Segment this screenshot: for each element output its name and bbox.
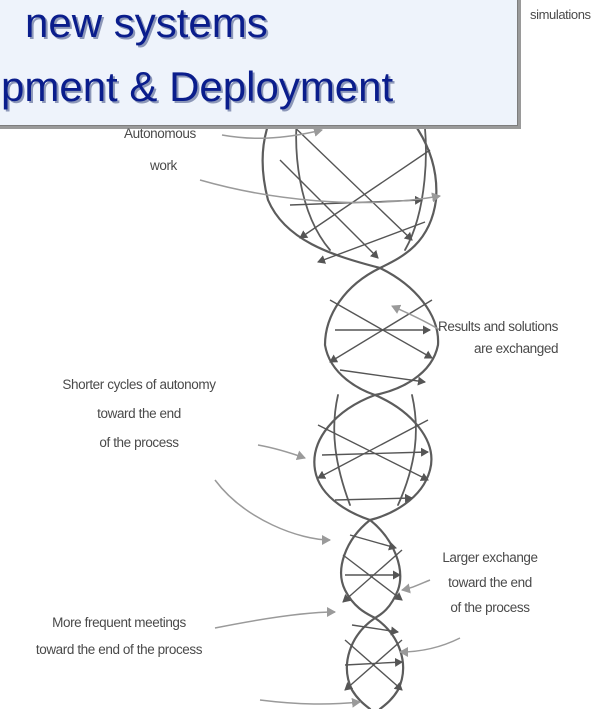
pointer-shorter [257, 444, 306, 461]
label-shorter-2: toward the end [97, 406, 181, 421]
pointer-results [391, 304, 441, 331]
label-larger-1: Larger exchange [442, 550, 538, 565]
pointer-meetings-2 [259, 697, 361, 708]
exchange-arrows [279, 117, 433, 691]
helix-strand-inner [295, 94, 427, 506]
label-meetings-1: More frequent meetings [52, 615, 186, 630]
pointer-larger [401, 579, 431, 594]
label-larger-2: toward the end [448, 575, 532, 590]
label-simulations: simulations [530, 7, 591, 22]
title-line-2: pment & Deployment [1, 63, 394, 110]
pointer-larger-2 [399, 637, 461, 657]
label-meetings-2: toward the end of the process [35, 642, 203, 657]
pointer-work [199, 179, 441, 204]
label-shorter-3: of the process [99, 435, 179, 450]
pointer-shorter-2 [214, 479, 331, 545]
label-autonomous: Autonomous [124, 126, 196, 141]
pointer-meetings [214, 607, 336, 629]
title-box: new systems pment & Deployment [0, 0, 518, 126]
label-results-1: Results and solutions [438, 319, 558, 334]
helix-strand-right [357, 0, 440, 709]
pointer-autonomous [221, 126, 323, 139]
label-larger-3: of the process [450, 600, 530, 615]
label-results-2: are exchanged [474, 341, 559, 356]
label-shorter-1: Shorter cycles of autonomy [62, 377, 216, 392]
label-work: work [150, 158, 177, 173]
title-line-1: new systems [25, 0, 268, 46]
